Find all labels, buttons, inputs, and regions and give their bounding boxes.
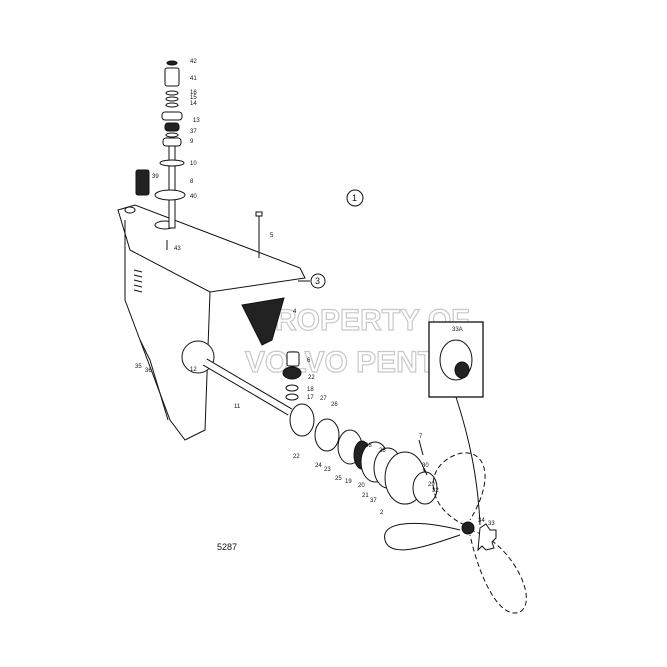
part-callout-label: 27 — [320, 396, 327, 402]
part-callout-label: 16 — [190, 90, 197, 96]
part-callout-label: 18 — [307, 387, 314, 393]
circled-callout-1: 1 — [346, 189, 364, 207]
part-callout-label: 22 — [293, 454, 300, 460]
inset-label: 33A — [452, 327, 463, 333]
part-callout-label: 24 — [315, 463, 322, 469]
part-callout-label: 40 — [190, 194, 197, 200]
part-callout-label: 22 — [308, 375, 315, 381]
part-callout-label: 28 — [379, 448, 386, 454]
part-callout-label: 12 — [190, 367, 197, 373]
part-callout-label: 29 — [428, 482, 435, 488]
part-callout-label: 2 — [380, 510, 384, 516]
part-callout-label: 8 — [190, 179, 194, 185]
part-callout-label: 25 — [335, 476, 342, 482]
part-callout-label: 13 — [193, 118, 200, 124]
part-callout-label: 9 — [190, 139, 194, 145]
part-callout-label: 17 — [307, 395, 314, 401]
propeller-shaft-assembly — [181, 340, 438, 505]
part-callout-label: 41 — [190, 76, 197, 82]
part-callout-label: 36 — [145, 368, 152, 374]
part-callout-label: 5 — [270, 233, 274, 239]
part-callout-label: 23 — [324, 467, 331, 473]
part-callout-label: 26 — [331, 402, 338, 408]
part-callout-label: 37 — [370, 498, 377, 504]
part-callout-label: 33 — [488, 521, 495, 527]
part-callout-label: 19 — [345, 479, 352, 485]
part-callout-label: 4 — [293, 309, 297, 315]
part-callout-label: 42 — [190, 59, 197, 65]
filter-39 — [135, 169, 150, 196]
part-callout-label: 15 — [190, 95, 197, 101]
part-callout-label: 38 — [365, 443, 372, 449]
part-callout-label: 11 — [234, 404, 241, 410]
part-callout-label: 30 — [422, 463, 429, 469]
part-callout-label: 1 — [352, 193, 357, 203]
inset-detail-box: 33A — [428, 321, 484, 526]
part-callout-label: 6 — [307, 358, 311, 364]
part-callout-label: 43 — [174, 246, 181, 252]
part-callout-label: 35 — [135, 364, 142, 370]
part-callout-label: 39 — [152, 174, 159, 180]
drawing-number: 5287 — [217, 542, 237, 552]
vertical-drive-shaft-assembly — [135, 60, 263, 258]
part-callout-label: 3 — [315, 276, 320, 286]
part-callout-label: 37 — [190, 129, 197, 135]
part-callout-label: 21 — [362, 493, 369, 499]
part-callout-label: 7 — [419, 434, 423, 440]
watermark-line-2: VOLVO PENTA — [245, 346, 456, 379]
circled-callout-3: 3 — [298, 273, 326, 289]
propeller — [384, 452, 527, 614]
part-callout-label: 14 — [190, 101, 197, 107]
part-callout-label: 10 — [190, 161, 197, 167]
part-callout-label: 20 — [358, 483, 365, 489]
part-callout-label: 32 — [432, 488, 439, 494]
intake-screen — [241, 297, 285, 346]
part-callout-label: 34 — [478, 518, 485, 524]
part-callouts: 42 41 16 15 14 13 37 9 10 39 8 40 5 43 4… — [135, 59, 495, 527]
